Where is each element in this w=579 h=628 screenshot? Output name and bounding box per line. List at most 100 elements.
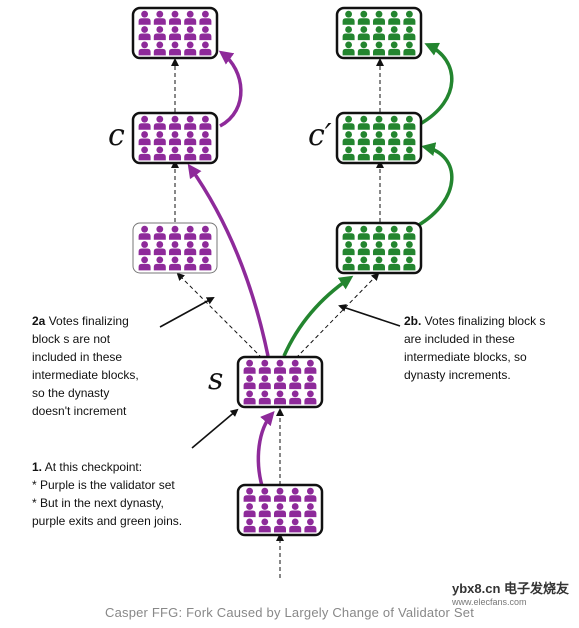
- validator-icon: [184, 146, 197, 161]
- validator-icon: [153, 131, 166, 146]
- validator-icon: [274, 375, 286, 390]
- purple-vote-c-to-top: [218, 50, 243, 128]
- validator-icon: [289, 518, 302, 533]
- block-purple-intermediate: [132, 222, 218, 274]
- validator-icon: [184, 131, 197, 146]
- validator-icon: [153, 10, 166, 25]
- note-2b: 2b. Votes finalizing block s are include…: [404, 312, 545, 384]
- validator-icon: [403, 115, 416, 130]
- validator-icon: [274, 359, 286, 374]
- validator-icon: [258, 518, 271, 533]
- validator-icon: [403, 26, 416, 41]
- label-c-prime: c′: [308, 118, 332, 153]
- validator-icon: [304, 359, 317, 374]
- validator-icon: [342, 115, 355, 130]
- validator-icon: [373, 10, 385, 25]
- validator-icon: [357, 115, 370, 130]
- note-1-text: At this checkpoint: * Purple is the vali…: [32, 460, 183, 528]
- validator-icon: [199, 146, 212, 161]
- validator-icon: [342, 256, 355, 271]
- validator-icon: [138, 131, 151, 146]
- validator-icon: [304, 503, 317, 518]
- validator-icon: [342, 41, 355, 56]
- validator-icon: [138, 26, 151, 41]
- green-vote-s-to-int: [282, 275, 354, 357]
- validator-icon: [138, 10, 151, 25]
- validator-icon: [289, 375, 302, 390]
- validator-icon: [153, 241, 166, 256]
- validator-icon: [357, 41, 370, 56]
- validator-icon: [243, 487, 256, 502]
- block-green-c-prime: [335, 111, 423, 165]
- validator-icon: [274, 518, 286, 533]
- validator-icon: [199, 115, 212, 130]
- block-purple-c: [131, 111, 219, 165]
- block-s: [236, 355, 324, 409]
- validator-icon: [138, 41, 151, 56]
- validator-icon: [138, 256, 151, 271]
- validator-icon: [373, 131, 385, 146]
- validator-icon: [342, 146, 355, 161]
- validator-icon: [184, 256, 197, 271]
- validator-icon: [373, 26, 385, 41]
- validator-icon: [169, 256, 181, 271]
- purple-vote-s-to-c: [187, 163, 270, 357]
- validator-icon: [274, 503, 286, 518]
- validator-icon: [388, 41, 401, 56]
- validator-icon: [357, 146, 370, 161]
- validator-icon: [184, 41, 197, 56]
- validator-icon: [199, 256, 212, 271]
- link-s-to-green-int: [295, 272, 380, 359]
- green-vote-int-to-c: [416, 142, 454, 228]
- validator-icon: [258, 375, 271, 390]
- validator-icon: [373, 115, 385, 130]
- validator-icon: [357, 225, 370, 240]
- validator-icon: [373, 241, 385, 256]
- validator-icon: [289, 359, 302, 374]
- note-2b-number: 2b.: [404, 314, 422, 328]
- figure-caption: Casper FFG: Fork Caused by Largely Chang…: [104, 605, 475, 620]
- note-2a-number: 2a: [32, 314, 46, 328]
- validator-icon: [388, 131, 401, 146]
- validator-icon: [258, 390, 271, 405]
- validator-icon: [169, 26, 181, 41]
- validator-icon: [138, 241, 151, 256]
- validator-icon: [403, 10, 416, 25]
- validator-icon: [403, 256, 416, 271]
- validator-icon: [403, 131, 416, 146]
- validator-icon: [304, 518, 317, 533]
- validator-icon: [342, 10, 355, 25]
- validator-icon: [388, 225, 401, 240]
- validator-icon: [199, 131, 212, 146]
- validator-icon: [304, 390, 317, 405]
- validator-icon: [153, 115, 166, 130]
- validator-icon: [153, 26, 166, 41]
- validator-icon: [184, 241, 197, 256]
- validator-icon: [357, 131, 370, 146]
- validator-icon: [403, 225, 416, 240]
- validator-icon: [199, 241, 212, 256]
- validator-icon: [289, 390, 302, 405]
- block-green-intermediate: [335, 221, 423, 275]
- validator-icon: [138, 115, 151, 130]
- validator-icon: [184, 10, 197, 25]
- validator-icon: [373, 41, 385, 56]
- validator-icon: [153, 256, 166, 271]
- validator-icon: [243, 518, 256, 533]
- note-2a-text: Votes finalizing block s are not include…: [32, 314, 139, 418]
- validator-icon: [169, 10, 181, 25]
- validator-icon: [342, 26, 355, 41]
- validator-icon: [153, 225, 166, 240]
- watermark-sub: www.elecfans.com: [451, 597, 527, 607]
- validator-icon: [138, 225, 151, 240]
- link-s-to-purple-int: [176, 272, 263, 359]
- validator-icon: [388, 241, 401, 256]
- validator-icon: [373, 256, 385, 271]
- validator-icon: [388, 256, 401, 271]
- validator-icon: [199, 41, 212, 56]
- validator-icon: [169, 146, 181, 161]
- validator-icon: [403, 41, 416, 56]
- pointer-1: [191, 408, 239, 449]
